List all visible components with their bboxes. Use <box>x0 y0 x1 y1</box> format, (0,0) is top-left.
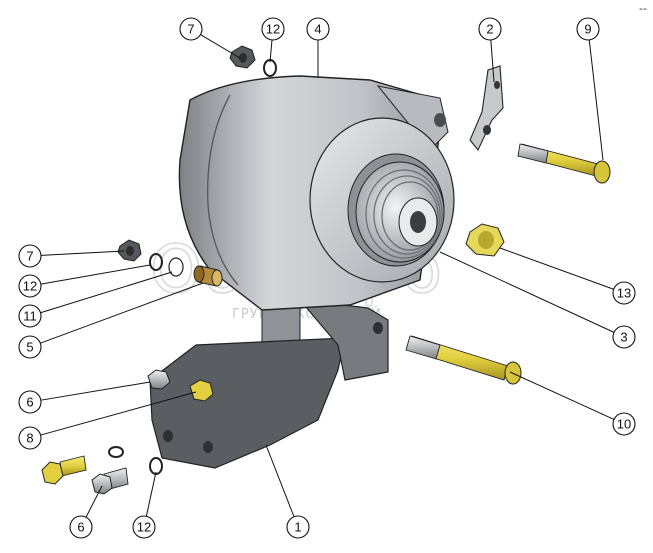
callout-label-c7b: 7 <box>26 249 33 264</box>
callout-label-c12a: 12 <box>266 22 280 37</box>
callout-label-c12b: 12 <box>23 279 37 294</box>
callout-leader-c7a <box>200 34 241 59</box>
callout-label-c11: 11 <box>23 309 37 324</box>
callout-leader-c6a <box>40 381 151 401</box>
washer-12-bottom <box>149 457 163 475</box>
washer-12-top <box>263 59 277 77</box>
callouts: 7 12 4 2 9 7 12 11 5 13 3 6 8 10 6 12 1 <box>18 17 636 539</box>
mounting-bracket <box>149 299 389 469</box>
bolt-6-on-bracket <box>147 369 171 390</box>
callout-leader-c12a <box>269 39 273 63</box>
callout-label-c3: 3 <box>620 330 627 345</box>
callout-circle-c9 <box>576 17 600 41</box>
callout-leader-c6b <box>85 485 103 518</box>
nut-13 <box>465 223 505 257</box>
callout-circle-c10 <box>612 412 636 436</box>
callout-circle-c2 <box>478 17 502 41</box>
callout-label-c12c: 12 <box>137 520 151 535</box>
callout-circle-c1 <box>286 515 310 539</box>
callout-leader-c12c <box>145 471 157 517</box>
callout-label-c4: 4 <box>314 22 321 37</box>
callout-circle-c13 <box>612 281 636 305</box>
callout-leader-c8 <box>40 391 197 436</box>
bolt-6-loose <box>91 467 129 495</box>
callout-label-c1: 1 <box>294 520 301 535</box>
callout-leader-c5 <box>40 282 204 344</box>
callout-circle-c5 <box>18 335 42 359</box>
bolt-8-on-bracket <box>189 379 214 402</box>
callout-circle-c12c <box>132 515 156 539</box>
pulley <box>355 161 445 263</box>
callout-circle-c12a <box>261 17 285 41</box>
callout-label-c6b: 6 <box>77 520 84 535</box>
bushing-5 <box>193 265 223 287</box>
callout-label-c7a: 7 <box>187 22 194 37</box>
callout-label-c8: 8 <box>26 431 33 446</box>
nut-7-top <box>229 45 256 69</box>
callout-label-c10: 10 <box>617 417 631 432</box>
callout-leader-c12b <box>40 264 151 285</box>
callout-circle-c7b <box>18 244 42 268</box>
callout-circle-c11 <box>18 304 42 328</box>
callout-label-c9: 9 <box>584 22 591 37</box>
callout-circle-c7a <box>179 17 203 41</box>
long-bolt-10 <box>405 335 522 385</box>
callout-leader-c13 <box>499 247 614 290</box>
callout-leader-c3 <box>439 251 615 333</box>
corner-mark: -- <box>639 2 647 15</box>
nut-7-left <box>117 239 142 262</box>
callout-label-c2: 2 <box>486 22 493 37</box>
callout-leader-c9 <box>588 39 604 161</box>
callout-leader-c2 <box>490 39 495 83</box>
callout-label-c13: 13 <box>617 286 631 301</box>
callout-circle-c12b <box>18 274 42 298</box>
callout-label-c6a: 6 <box>26 395 33 410</box>
long-bolt-9 <box>517 143 611 184</box>
washer-12-bottom-a <box>108 446 124 458</box>
callout-leader-c7b <box>40 250 125 256</box>
callout-circle-c6a <box>18 390 42 414</box>
callout-leader-c11 <box>40 271 173 314</box>
washer-11 <box>168 257 184 277</box>
washer-12-left <box>149 253 163 271</box>
adjusting-plate <box>469 65 504 152</box>
callout-leader-c1 <box>265 444 295 517</box>
callout-circle-c4 <box>306 17 330 41</box>
callout-label-c5: 5 <box>26 340 33 355</box>
callout-circle-c6b <box>69 515 93 539</box>
callout-circle-c3 <box>612 325 636 349</box>
callout-leader-c10 <box>509 371 615 420</box>
bolt-8-loose <box>41 455 87 485</box>
callout-circle-c8 <box>18 426 42 450</box>
